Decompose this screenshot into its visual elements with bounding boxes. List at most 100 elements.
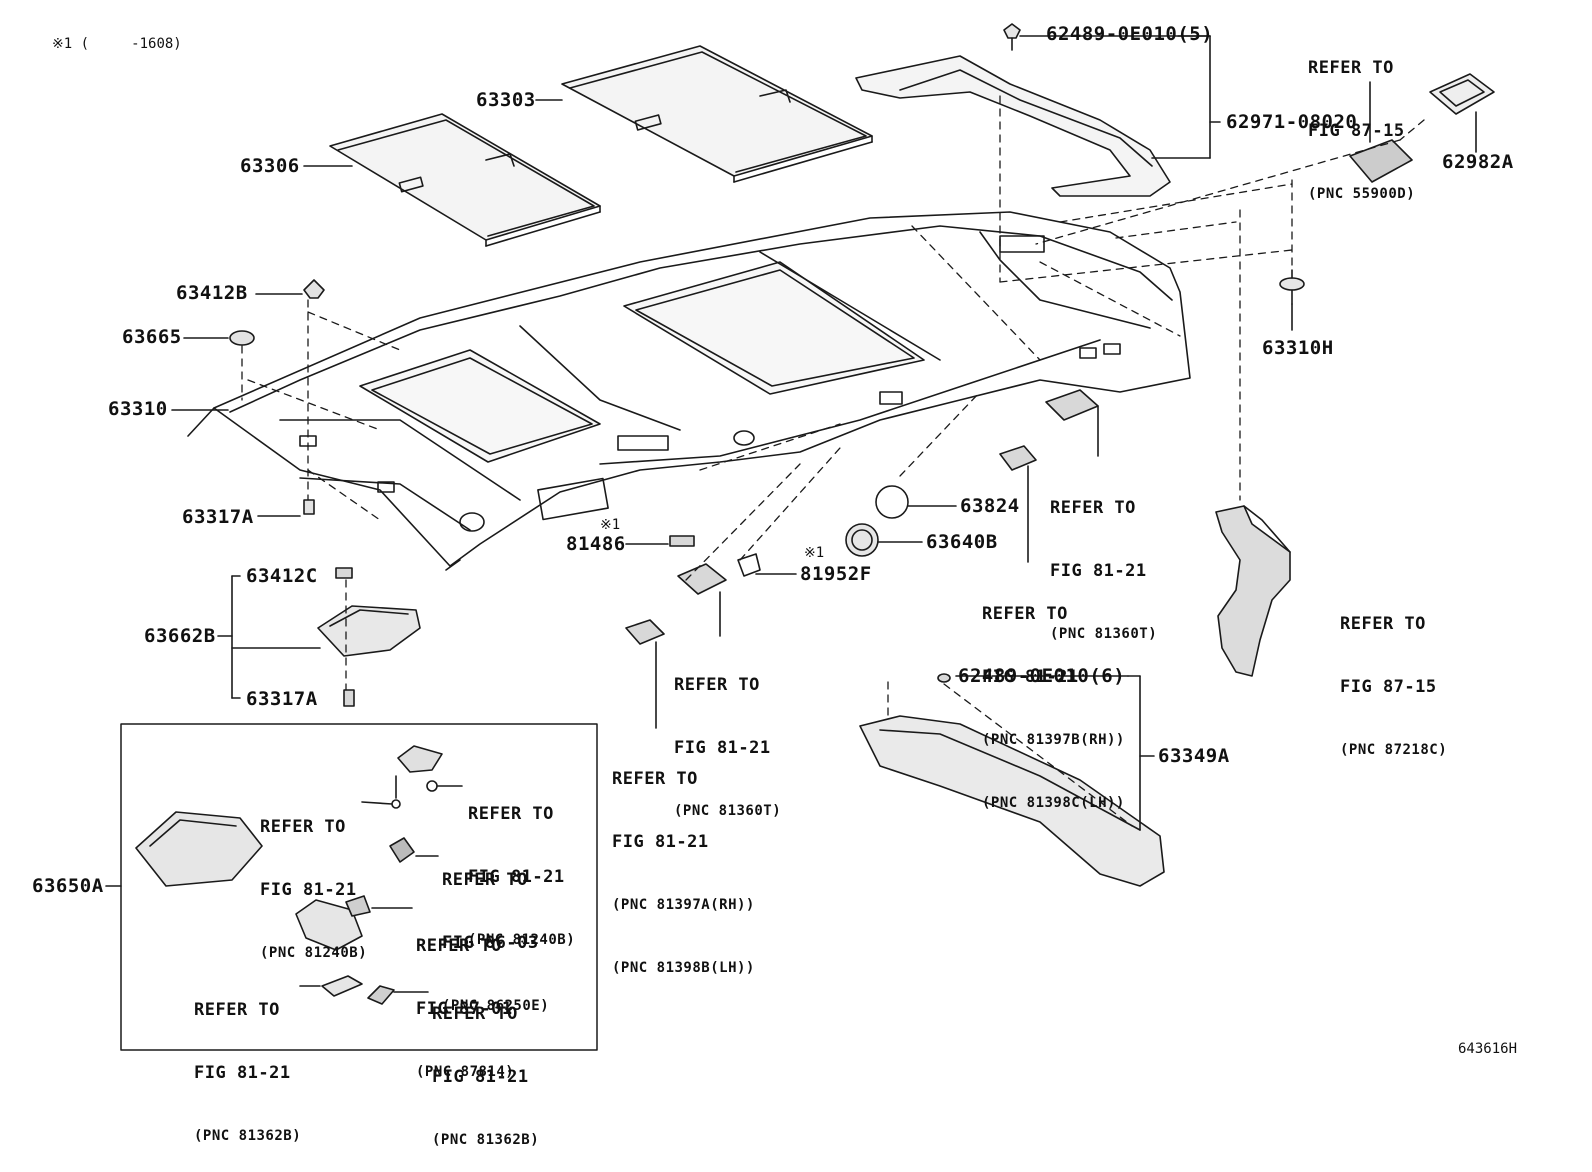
part-number-63317A-top[interactable]: 63317A (182, 506, 254, 528)
ref-line1: REFER TO (416, 936, 502, 956)
part-number-63650A[interactable]: 63650A (32, 875, 104, 897)
part-number-62971[interactable]: 62971-08020 (1226, 111, 1358, 133)
part-number-81486[interactable]: 81486 (566, 533, 626, 555)
reference-55900D[interactable]: REFER TO FIG 87-15 (PNC 55900D) (1308, 16, 1415, 226)
ref-line1: REFER TO (194, 1000, 280, 1020)
diagram-artwork (105, 23, 1495, 1051)
ref-line2: FIG 81-21 (468, 867, 565, 887)
ref-line2: FIG 81-21 (982, 667, 1079, 687)
note-mark-81486: ※1 (600, 517, 621, 533)
kit-81362B-right-shape (367, 985, 429, 1005)
clip-62489-5-shape (1003, 23, 1021, 51)
part-81952F-shape (737, 553, 797, 577)
ref-line2: FIG 81-21 (194, 1063, 291, 1083)
ref-pnc: (PNC 81240B) (468, 932, 576, 948)
ref-line1: REFER TO (260, 817, 346, 837)
sunshade-panel-63306-shape (329, 113, 601, 247)
ref-line1: REFER TO (432, 1004, 518, 1024)
part-number-63412B[interactable]: 63412B (176, 282, 248, 304)
kit-lamp-housing-shape (135, 811, 263, 887)
ref-line2: FIG 81-21 (260, 880, 357, 900)
part-number-63640B[interactable]: 63640B (926, 531, 998, 553)
header-note: ※1 ( -1608) (52, 36, 182, 52)
air-duct-62971-shape (855, 35, 1211, 197)
part-81486-shape (625, 535, 695, 547)
clip-63310H-shape (1279, 269, 1305, 331)
ref-line1: REFER TO (982, 604, 1068, 624)
part-number-62489-6[interactable]: 62489-0E010(6) (958, 665, 1126, 687)
ref-pnc: (PNC 81397A(RH)) (612, 897, 755, 913)
reference-81397A[interactable]: REFER TO FIG 81-21 (PNC 81397A(RH)) (PNC… (612, 727, 755, 1000)
illustration-code: 643616H (1458, 1041, 1518, 1057)
part-number-63824[interactable]: 63824 (960, 495, 1020, 517)
reference-81362B-left[interactable]: REFER TO FIG 81-21 (PNC 81362B) (194, 958, 301, 1168)
ref-line2: FIG 87-15 (1340, 677, 1437, 697)
cap-63640B-shape (845, 523, 923, 557)
ref-pnc-2: (PNC 81398C(LH)) (982, 795, 1125, 811)
reference-81360T-center[interactable]: REFER TO FIG 81-21 (PNC 81360T) (674, 633, 781, 843)
part-number-62982A[interactable]: 62982A (1442, 151, 1514, 173)
reference-87814[interactable]: REFER TO FIG 87-01 (PNC 87814) (416, 894, 514, 1104)
reference-81240B-right[interactable]: REFER TO FIG 81-21 (PNC 81240B) (468, 762, 575, 972)
ref-pnc: (PNC 81240B) (260, 945, 368, 961)
clip-63412B-shape (255, 279, 325, 299)
part-number-62489-5[interactable]: 62489-0E010(5) (1046, 23, 1214, 45)
reference-87218C[interactable]: REFER TO FIG 87-15 (PNC 87218C) (1340, 572, 1447, 782)
part-number-63306[interactable]: 63306 (240, 155, 300, 177)
reference-81397B[interactable]: REFER TO FIG 81-21 (PNC 81397B(RH)) (PNC… (982, 562, 1125, 835)
parts-diagram: ※1 ( -1608) 643616H 63303 63306 63412B 6… (32, 16, 1518, 1148)
ref-pnc: (PNC 81397B(RH)) (982, 732, 1125, 748)
ring-63824-shape (875, 485, 957, 519)
ref-line1: REFER TO (674, 675, 760, 695)
ref-line2: FIG 81-21 (674, 738, 771, 758)
part-number-63310[interactable]: 63310 (108, 398, 168, 420)
duct-87218C-shape (1215, 505, 1291, 677)
ref-line1: REFER TO (1308, 58, 1394, 78)
ref-line1: REFER TO (612, 769, 698, 789)
part-number-63662B[interactable]: 63662B (144, 625, 216, 647)
headliner-63310-shape (187, 211, 1191, 571)
ref-pnc: (PNC 87814) (416, 1064, 515, 1080)
reference-81362B-right[interactable]: REFER TO FIG 81-21 (PNC 81362B) (432, 962, 539, 1172)
ref-line1: REFER TO (442, 870, 528, 890)
part-number-63349A[interactable]: 63349A (1158, 745, 1230, 767)
part-number-63317A-bottom[interactable]: 63317A (246, 688, 318, 710)
ref-pnc: (PNC 86250E) (442, 998, 550, 1014)
lamp-81397B-shape (999, 445, 1037, 563)
ref-line2: FIG 81-21 (1050, 561, 1147, 581)
clip-63665-shape (183, 330, 255, 346)
kit-81240B-shape (361, 745, 463, 809)
part-number-63310H[interactable]: 63310H (1262, 337, 1334, 359)
ref-pnc: (PNC 87218C) (1340, 742, 1448, 758)
ref-line2: FIG 87-15 (1308, 121, 1405, 141)
lamp-81360T-right-shape (1045, 389, 1099, 457)
ref-line1: REFER TO (1340, 614, 1426, 634)
ref-line1: REFER TO (1050, 498, 1136, 518)
ref-line2: FIG 87-01 (416, 999, 513, 1019)
bracket-55900D-shape (1349, 81, 1413, 183)
part-number-63303[interactable]: 63303 (476, 89, 536, 111)
ref-pnc: (PNC 55900D) (1308, 186, 1416, 202)
ref-pnc: (PNC 81362B) (194, 1128, 302, 1144)
part-number-63412C[interactable]: 63412C (246, 565, 318, 587)
ref-pnc: (PNC 81360T) (674, 803, 782, 819)
ref-line1: REFER TO (468, 804, 554, 824)
part-number-63665[interactable]: 63665 (122, 326, 182, 348)
bracket-62982A-shape (1429, 73, 1495, 153)
console-63662B-shape (217, 567, 421, 707)
part-number-81952F[interactable]: 81952F (800, 563, 872, 585)
ref-line2: FIG 86-03 (442, 933, 539, 953)
lamp-81360T-center-shape (677, 563, 727, 637)
reference-81360T-right[interactable]: REFER TO FIG 81-21 (PNC 81360T) (1050, 456, 1157, 666)
kit-87814-shape (295, 895, 413, 951)
kit-86250E-shape (389, 837, 439, 863)
sunshade-panel-63303-shape (561, 45, 873, 183)
ref-pnc: (PNC 81360T) (1050, 626, 1158, 642)
reference-81240B-left[interactable]: REFER TO FIG 81-21 (PNC 81240B) (260, 775, 367, 985)
ref-pnc: (PNC 81362B) (432, 1132, 540, 1148)
lamp-81397A-shape (625, 619, 665, 729)
kit-81362B-left-shape (299, 975, 363, 997)
note-mark-81952F: ※1 (804, 545, 825, 561)
reference-86250E[interactable]: REFER TO FIG 86-03 (PNC 86250E) (442, 828, 549, 1038)
ref-pnc-2: (PNC 81398B(LH)) (612, 960, 755, 976)
